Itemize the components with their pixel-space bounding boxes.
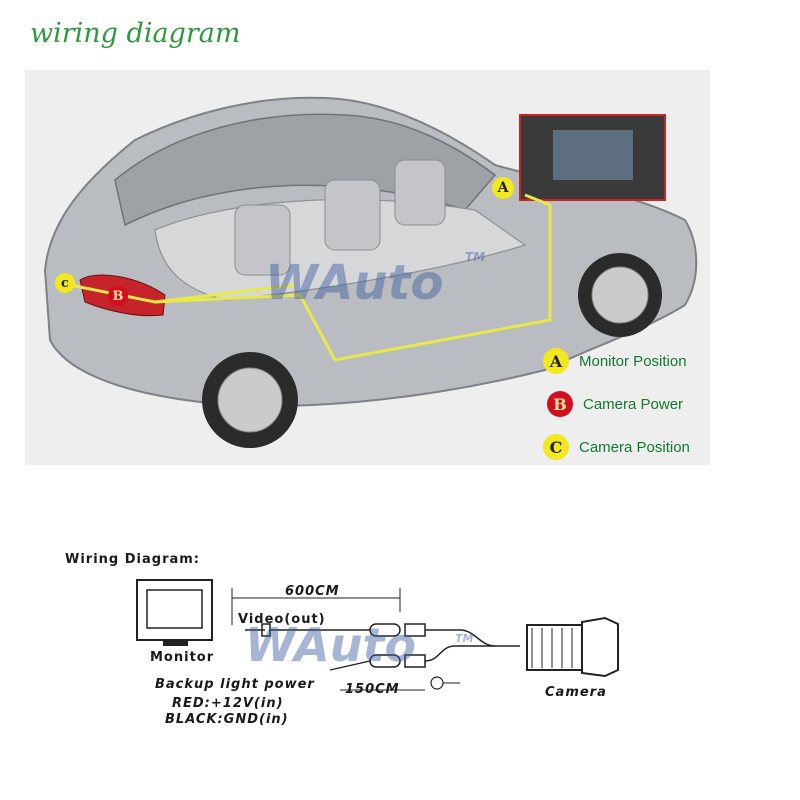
legend-label: Camera Power [583,395,684,413]
schematic-watermark-tm: TM [455,632,474,645]
car-photo: A B c WAuto TM A Monitor Position B Came… [25,70,710,465]
legend-label: Camera Position [579,438,690,456]
backup-power-label: Backup light power [155,677,315,692]
length-power-label: 150CM [345,682,400,697]
schematic-watermark: WAuto [245,618,417,672]
legend-c-icon: C [543,434,569,460]
marker-b-icon: B [108,286,128,306]
legend-label: Monitor Position [579,352,687,370]
length-main-label: 600CM [285,584,340,599]
watermark-logo: WAuto [265,255,444,311]
red-wire-label: RED:+12V(in) [172,696,284,711]
watermark-tm: TM [465,250,486,264]
legend-item-c: C Camera Position [543,434,690,460]
marker-c-icon: c [55,273,75,293]
legend-item-b: B Camera Power [547,391,683,417]
page-title: wiring diagram [30,18,241,49]
schematic-lines [136,579,619,691]
video-label: Video(out) [238,612,326,627]
legend-b-icon: B [547,391,573,417]
marker-a-icon: A [492,177,514,199]
legend-item-a: A Monitor Position [543,348,687,374]
camera-label: Camera [545,685,607,700]
black-wire-label: BLACK:GND(in) [165,712,289,727]
schematic-heading: Wiring Diagram: [65,552,201,567]
monitor-label: Monitor [150,650,215,665]
wiring-schematic: Wiring Diagram: 600CM Video(out) Monitor… [0,540,800,740]
legend-a-icon: A [543,348,569,374]
car-illustration [43,96,698,448]
